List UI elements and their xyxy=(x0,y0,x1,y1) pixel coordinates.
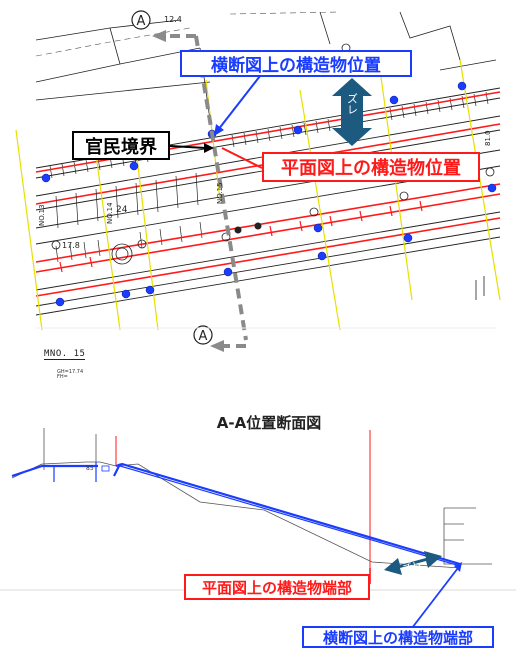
label-public-private-boundary: 官民境界 xyxy=(72,131,170,160)
leader-boundary xyxy=(169,145,207,149)
elev-left: 17.8 xyxy=(62,241,80,250)
zure-top-text: ズレ xyxy=(346,93,359,115)
station-sub-2: FH= xyxy=(57,374,68,380)
station-label: MNO. 15 xyxy=(44,349,86,360)
section-title: A-A位置断面図 xyxy=(216,414,322,432)
label-cross-section-structure-position: 横断図上の構造物位置 xyxy=(180,50,412,77)
section-marker-top xyxy=(131,10,151,30)
section-marker-top-text: A xyxy=(137,14,146,29)
mark-85: 85 xyxy=(86,465,94,472)
label-plan-structure-end: 平面図上の構造物端部 xyxy=(184,574,370,600)
leader-blue-top xyxy=(217,75,261,131)
stake-13: NO.13 xyxy=(38,204,46,226)
elev-top: 12.4 xyxy=(164,15,182,24)
zure-arrow-top: ズレ xyxy=(332,78,372,146)
stake-14: NO.14 xyxy=(106,202,114,224)
label-cross-section-structure-end: 横断図上の構造物端部 xyxy=(302,626,494,648)
leader-red-top xyxy=(221,147,263,169)
stake-24: 24 xyxy=(116,205,128,215)
station-sub: GH=17.74 FH= xyxy=(57,370,83,380)
section-marker-bottom xyxy=(193,325,213,345)
leader-blue-bottom xyxy=(411,567,459,629)
label-plan-structure-position: 平面図上の構造物位置 xyxy=(262,152,480,182)
section-view: 85 xyxy=(0,428,516,591)
zure-arrow-bottom: ズレ xyxy=(384,551,442,575)
stake-15: NO.15 xyxy=(216,182,224,204)
zure-bottom-text: ズレ xyxy=(401,558,424,576)
section-marker-bottom-text: A xyxy=(199,329,208,344)
stake-18: 81.0 xyxy=(484,130,492,146)
station-sub-1: GH=17.74 xyxy=(57,369,84,375)
